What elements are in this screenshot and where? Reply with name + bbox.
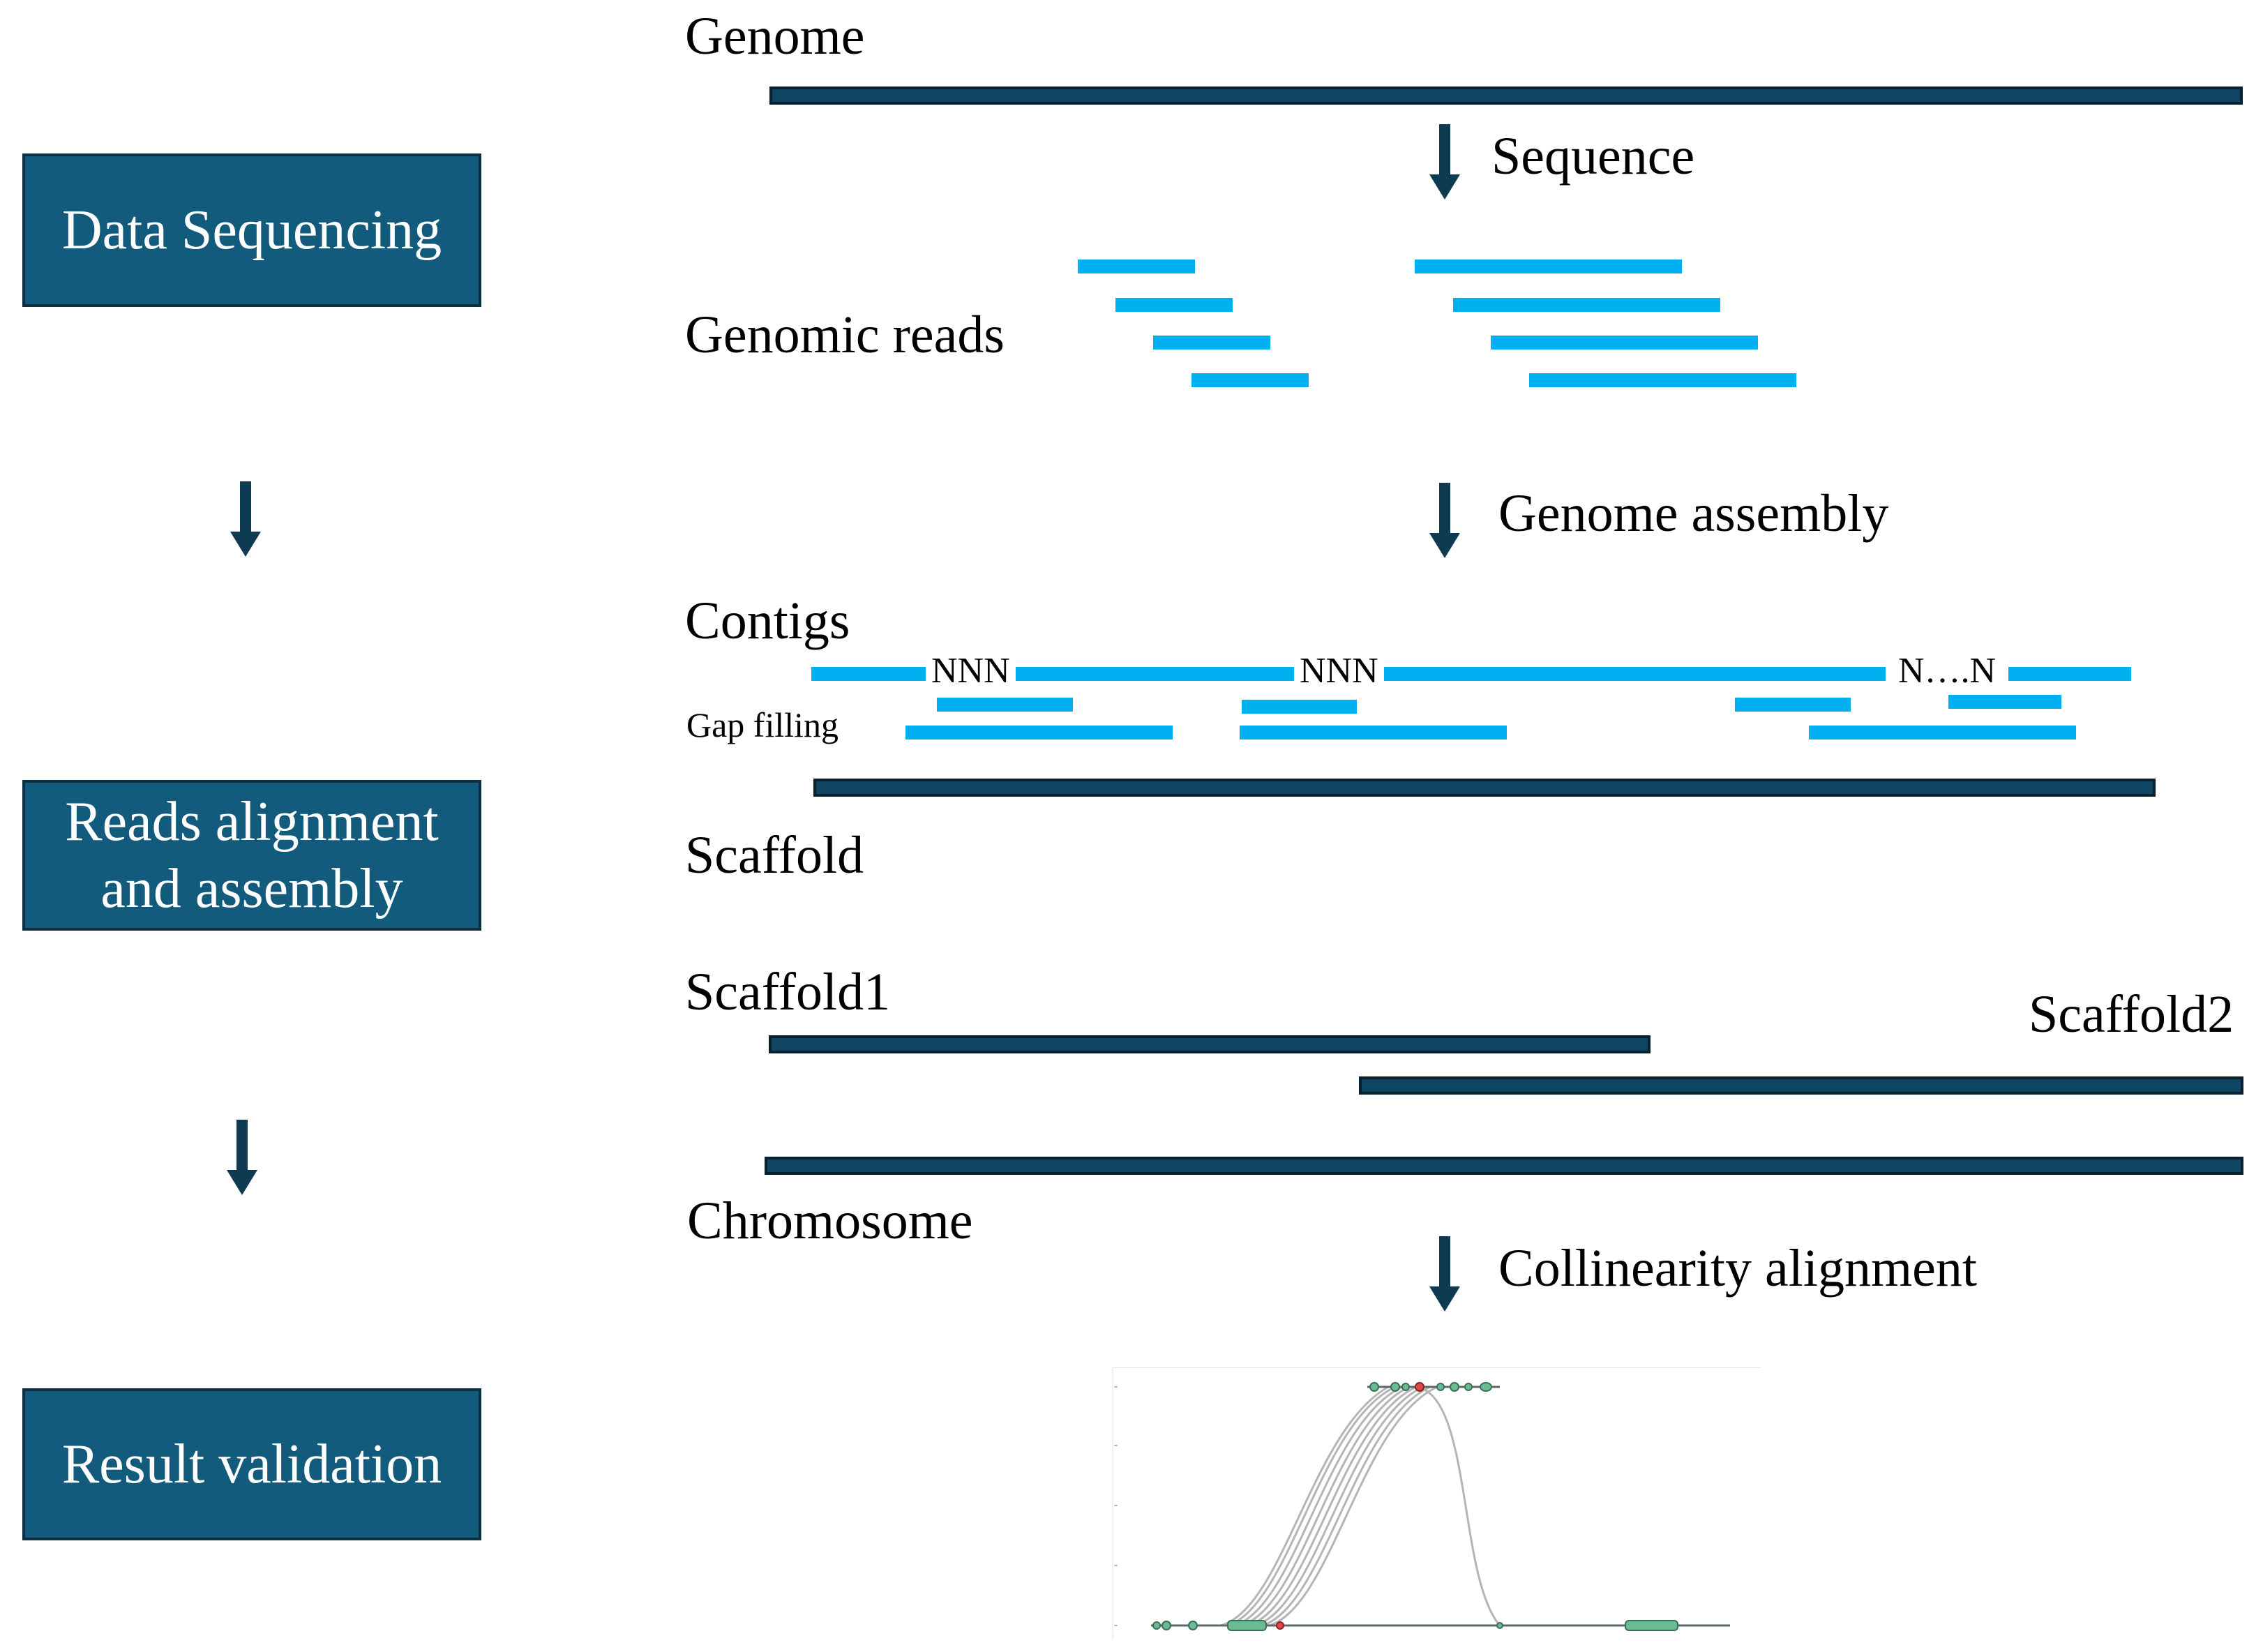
contigs-label: Contigs (685, 592, 850, 650)
gap-nnn-2: NNN (1294, 653, 1384, 689)
down-arrow-icon (1429, 124, 1460, 200)
genome-assembly-label: Genome assembly (1498, 484, 1889, 543)
genomic-read (1491, 336, 1758, 350)
genomic-read (1191, 373, 1309, 387)
scaffold2-label: Scaffold2 (2029, 985, 2234, 1044)
chromosome-label: Chromosome (687, 1192, 973, 1250)
step-reads-alignment-line1: Reads alignment (65, 791, 439, 853)
gap-fill-read (1240, 726, 1507, 739)
gap-fill-read (1735, 698, 1851, 712)
gap-nnn-1: NNN (926, 653, 1016, 689)
gap-fill-read (905, 726, 1173, 739)
scaffold-bar (813, 779, 2156, 797)
chromosome-bar (765, 1157, 2243, 1175)
genomic-read (1453, 298, 1720, 312)
step-data-sequencing-label: Data Sequencing (61, 200, 442, 261)
collinearity-plot (1109, 1367, 1765, 1639)
down-arrow-icon (230, 481, 261, 557)
gap-fill-read (1948, 695, 2061, 709)
scaffold1-label: Scaffold1 (685, 963, 891, 1021)
step-data-sequencing: Data Sequencing (22, 153, 481, 307)
scaffold2-bar (1359, 1076, 2243, 1095)
genomic-read (1529, 373, 1796, 387)
gap-fill-read (1809, 726, 2076, 739)
down-arrow-icon (1429, 1236, 1460, 1312)
genomic-reads-label: Genomic reads (685, 306, 1005, 364)
collinearity-links (1220, 1386, 1501, 1627)
contig-bar (811, 667, 2131, 681)
down-arrow-icon (227, 1120, 257, 1195)
sequence-label: Sequence (1491, 127, 1695, 186)
step-reads-alignment: Reads alignment and assembly (22, 780, 481, 931)
scaffold1-bar (769, 1035, 1651, 1053)
collinearity-alignment-label: Collinearity alignment (1498, 1239, 1977, 1298)
bottom-track (1151, 1620, 1730, 1631)
genomic-read (1115, 298, 1233, 312)
genomic-read (1415, 260, 1682, 273)
down-arrow-icon (1429, 483, 1460, 558)
step-result-validation-label: Result validation (61, 1434, 442, 1495)
gap-fill-read (1242, 700, 1357, 714)
genomic-read (1153, 336, 1270, 350)
plot-ticks (1114, 1386, 1118, 1626)
gap-n-n-3: N….N (1886, 653, 2009, 689)
gap-filling-label: Gap filling (686, 705, 839, 744)
step-reads-alignment-line2: and assembly (100, 858, 403, 919)
top-track (1367, 1382, 1500, 1392)
step-result-validation: Result validation (22, 1388, 481, 1540)
gap-fill-read (937, 698, 1073, 712)
scaffold-label: Scaffold (685, 826, 864, 885)
genomic-read (1078, 260, 1195, 273)
genome-label: Genome (685, 7, 865, 66)
genome-bar (769, 87, 2243, 105)
